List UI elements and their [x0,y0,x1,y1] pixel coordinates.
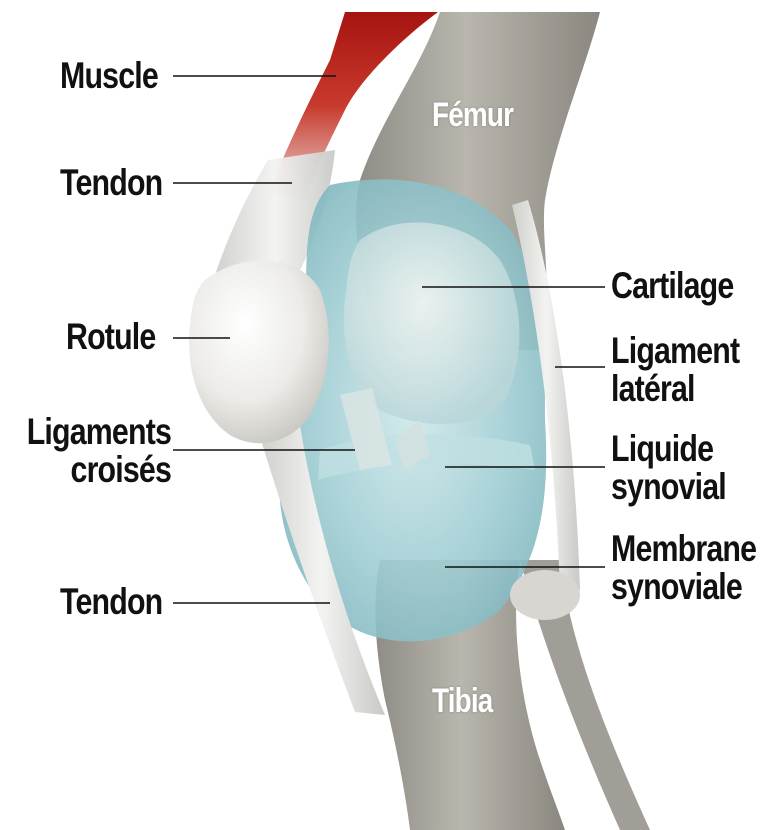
membrane-synoviale-line2: synoviale [611,568,756,606]
ligament-lateral-line1: Ligament [611,332,739,370]
fibula-head-shape [510,570,580,620]
ligaments-croises-label: Ligaments croisés [27,413,171,489]
cartilage-label: Cartilage [611,267,733,305]
liquide-synovial-line2: synovial [611,468,726,506]
liquide-synovial-line1: Liquide [611,430,726,468]
ligaments-croises-line1: Ligaments [27,413,171,451]
muscle-label: Muscle [60,57,158,95]
tibia-label: Tibia [432,682,492,721]
membrane-synoviale-line1: Membrane [611,530,756,568]
rotule-label: Rotule [66,318,155,356]
liquide-synovial-label: Liquide synovial [611,430,726,506]
tendon-bottom-label: Tendon [60,583,162,621]
ligament-lateral-label: Ligament latéral [611,332,739,408]
membrane-synoviale-label: Membrane synoviale [611,530,756,606]
tendon-top-label: Tendon [60,164,162,202]
femur-label: Fémur [432,96,513,135]
ligaments-croises-line2: croisés [27,451,171,489]
ligament-lateral-line2: latéral [611,370,739,408]
patella-shape [189,260,329,443]
